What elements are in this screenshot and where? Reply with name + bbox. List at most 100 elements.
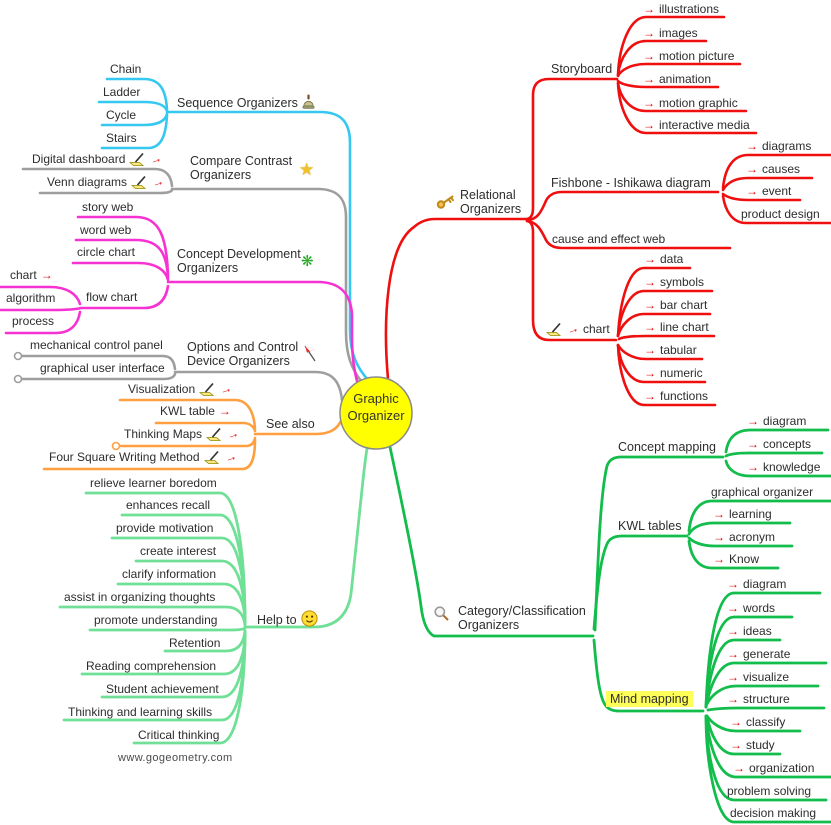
center-line1: Graphic xyxy=(353,391,399,406)
node-tabular[interactable]: →tabular xyxy=(644,343,697,358)
node-thinking-maps[interactable]: Thinking Maps → xyxy=(124,425,241,443)
node-flow-chart[interactable]: flow chart xyxy=(86,290,138,304)
node-see-also[interactable]: See also xyxy=(266,417,315,431)
node-kwl-table[interactable]: KWL table → xyxy=(160,404,231,419)
node-diagrams[interactable]: →diagrams xyxy=(746,139,812,154)
node-promote-understanding[interactable]: promote understanding xyxy=(94,613,218,627)
node-cycle[interactable]: Cycle xyxy=(106,108,137,122)
node-chart-left[interactable]: chart → xyxy=(10,268,53,283)
node-cause-and-effect-web[interactable]: cause and effect web xyxy=(552,232,666,246)
node-event[interactable]: →event xyxy=(746,184,791,199)
node-data[interactable]: →data xyxy=(644,252,683,267)
node-story-web[interactable]: story web xyxy=(82,200,134,214)
node-generate[interactable]: →generate xyxy=(727,647,790,662)
node-thinking-learning-skills[interactable]: Thinking and learning skills xyxy=(68,705,213,719)
arrow-icon: → xyxy=(730,715,742,729)
node-ladder[interactable]: Ladder xyxy=(103,85,141,99)
node-reading-comprehension[interactable]: Reading comprehension xyxy=(86,659,217,673)
node-label: classify xyxy=(746,715,786,729)
node-clarify-information[interactable]: clarify information xyxy=(122,567,217,581)
node-sequence-organizers[interactable]: Sequence Organizers xyxy=(177,94,315,113)
node-product-design[interactable]: product design xyxy=(741,207,820,221)
node-cm-diagram[interactable]: →diagram xyxy=(747,414,806,429)
node-decision-making[interactable]: decision making xyxy=(730,806,817,820)
website-url: www.gogeometry.com xyxy=(118,752,233,764)
node-word-web[interactable]: word web xyxy=(80,223,132,237)
node-causes[interactable]: →causes xyxy=(746,162,801,177)
node-digital-dashboard[interactable]: Digital dashboard → xyxy=(32,151,164,168)
node-label-line1: Concept Development xyxy=(177,247,301,261)
center-node[interactable]: Graphic Organizer xyxy=(326,391,426,425)
node-classify[interactable]: → classify xyxy=(730,715,786,730)
node-ideas[interactable]: →ideas xyxy=(727,624,772,639)
node-retention[interactable]: Retention xyxy=(169,636,221,650)
node-learning[interactable]: →learning xyxy=(713,507,772,522)
node-motion-picture[interactable]: →motion picture xyxy=(643,49,734,64)
node-options-control-device-organizers[interactable]: Options and Control Device Organizers xyxy=(187,340,298,369)
node-category-classification-organizers[interactable]: Category/Classification Organizers xyxy=(458,604,586,633)
node-functions[interactable]: →functions xyxy=(644,389,708,404)
node-organization[interactable]: →organization xyxy=(733,761,814,776)
node-images[interactable]: →images xyxy=(643,26,698,41)
node-label: causes xyxy=(762,162,801,176)
node-fishbone-ishikawa[interactable]: Fishbone - Ishikawa diagram xyxy=(551,176,711,190)
node-concept-development-organizers[interactable]: Concept Development Organizers xyxy=(177,247,301,276)
node-critical-thinking[interactable]: Critical thinking xyxy=(138,728,220,742)
node-know[interactable]: →Know xyxy=(713,552,760,567)
node-four-square-writing-method[interactable]: Four Square Writing Method → xyxy=(49,449,238,466)
node-line-chart[interactable]: →line chart xyxy=(644,320,709,335)
node-provide-motivation[interactable]: provide motivation xyxy=(116,521,214,535)
node-knowledge[interactable]: →knowledge xyxy=(747,460,820,475)
node-graphical-user-interface[interactable]: graphical user interface xyxy=(40,361,165,375)
node-concept-mapping[interactable]: Concept mapping xyxy=(618,440,716,454)
node-problem-solving[interactable]: problem solving xyxy=(727,784,812,798)
node-relieve-learner-boredom[interactable]: relieve learner boredom xyxy=(90,476,217,490)
node-label: diagrams xyxy=(762,139,812,153)
node-enhances-recall[interactable]: enhances recall xyxy=(126,498,211,512)
node-compare-contrast-organizers[interactable]: Compare Contrast Organizers xyxy=(190,154,292,183)
node-chain[interactable]: Chain xyxy=(110,62,142,76)
node-animation[interactable]: →animation xyxy=(643,72,711,87)
node-storyboard[interactable]: Storyboard xyxy=(551,62,613,76)
node-chart-right[interactable]: → chart xyxy=(545,321,610,338)
node-numeric[interactable]: →numeric xyxy=(644,366,703,381)
node-label-line1: Category/Classification xyxy=(458,604,586,618)
node-student-achievement[interactable]: Student achievement xyxy=(106,682,219,696)
node-label-line2: Organizers xyxy=(460,202,522,217)
node-bar-chart[interactable]: →bar chart xyxy=(644,298,707,313)
node-process[interactable]: process xyxy=(12,314,55,328)
node-mind-mapping[interactable]: Mind mapping xyxy=(606,691,693,708)
node-visualize[interactable]: →visualize xyxy=(727,670,789,685)
node-circle-chart[interactable]: circle chart xyxy=(77,245,136,259)
node-concepts[interactable]: →concepts xyxy=(747,437,811,452)
node-relational-organizers[interactable]: Relational Organizers xyxy=(460,188,521,217)
node-venn-diagrams[interactable]: Venn diagrams → xyxy=(47,174,166,191)
node-label: Know xyxy=(729,552,760,566)
pen-note-icon xyxy=(203,450,221,466)
node-study[interactable]: →study xyxy=(730,738,775,753)
node-mm-diagram[interactable]: →diagram xyxy=(727,577,786,592)
node-interactive-media[interactable]: →interactive media xyxy=(643,118,750,133)
link-arrow-icon: → xyxy=(224,425,241,443)
node-graphical-organizer[interactable]: graphical organizer xyxy=(711,485,814,499)
node-label-line1: Options and Control xyxy=(187,340,299,354)
node-acronym[interactable]: →acronym xyxy=(713,530,775,545)
node-algorithm[interactable]: algorithm xyxy=(6,291,56,305)
node-create-interest[interactable]: create interest xyxy=(140,544,217,558)
node-symbols[interactable]: →symbols xyxy=(644,275,704,290)
node-label: Venn diagrams xyxy=(47,175,128,190)
node-help-to[interactable]: Help to xyxy=(257,610,318,630)
arrow-icon: → xyxy=(644,389,656,403)
node-label-line2: Device Organizers xyxy=(187,354,290,369)
node-motion-graphic[interactable]: →motion graphic xyxy=(643,96,738,111)
node-stairs[interactable]: Stairs xyxy=(106,131,137,145)
node-assist-organizing-thoughts[interactable]: assist in organizing thoughts xyxy=(64,590,216,604)
node-illustrations[interactable]: →illustrations xyxy=(643,2,719,17)
pen-note-icon xyxy=(130,175,148,191)
node-visualization[interactable]: Visualization → xyxy=(128,381,234,398)
node-kwl-tables[interactable]: KWL tables xyxy=(618,519,682,533)
node-label: structure xyxy=(743,692,790,706)
node-structure[interactable]: →structure xyxy=(727,692,790,707)
node-mechanical-control-panel[interactable]: mechanical control panel xyxy=(30,338,163,352)
node-words[interactable]: →words xyxy=(727,601,775,616)
